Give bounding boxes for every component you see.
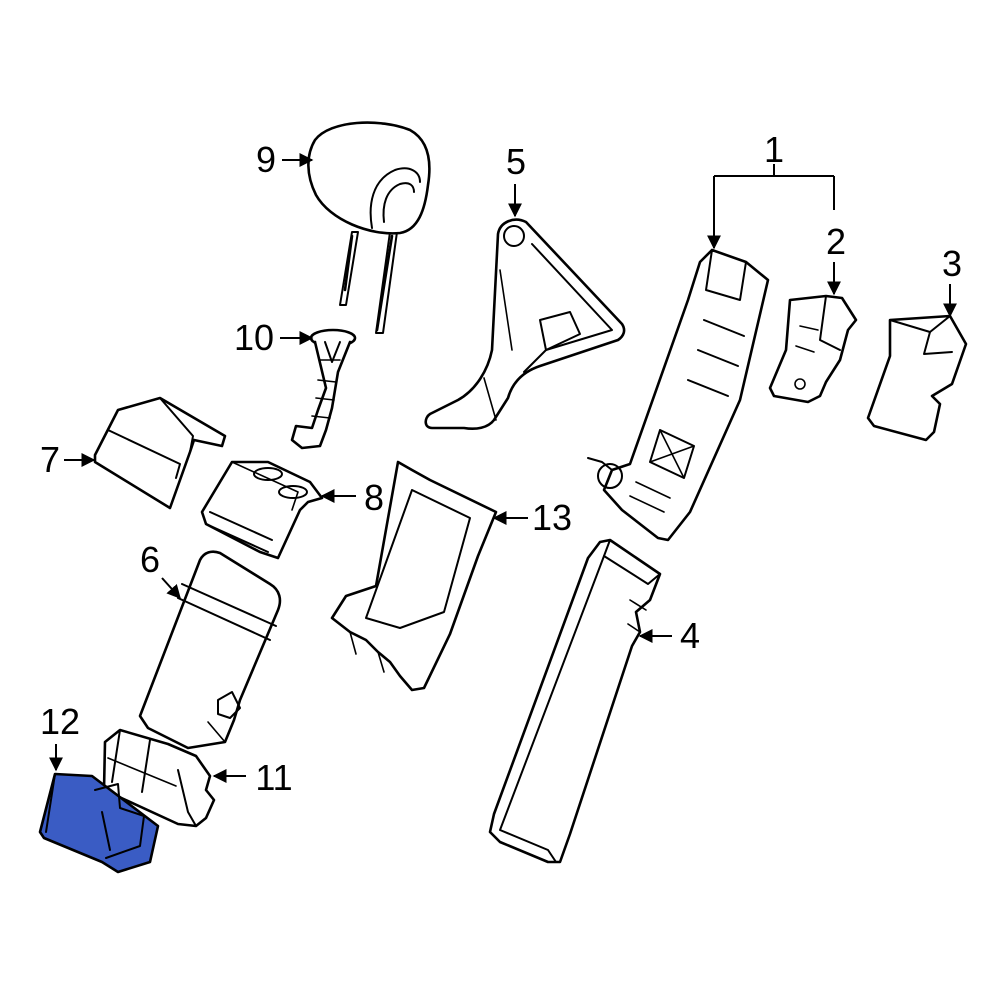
part-10-headrest-guide[interactable] (290, 328, 357, 450)
part-9-headrest[interactable] (307, 121, 431, 334)
callout-13: 13 (532, 497, 572, 538)
callout-10: 10 (234, 317, 274, 358)
callout-5: 5 (506, 141, 526, 182)
callout-3: 3 (942, 243, 962, 284)
part-6-side-bolster[interactable] (138, 550, 282, 750)
callout-labels: 1 2 3 4 5 6 7 8 9 10 11 12 13 (40, 129, 962, 798)
part-2-latch-bracket[interactable] (768, 294, 858, 404)
callout-7: 7 (40, 439, 60, 480)
callout-11: 11 (255, 757, 292, 798)
callout-9: 9 (256, 139, 276, 180)
part-8-trim-piece[interactable] (200, 460, 324, 560)
part-11-lower-trim[interactable] (102, 728, 216, 828)
part-4-long-trim-panel[interactable] (488, 538, 662, 864)
callout-12: 12 (40, 701, 80, 742)
part-7-trim-cover[interactable] (93, 396, 227, 510)
callout-8: 8 (364, 477, 384, 518)
part-13-frame-panel[interactable] (330, 460, 498, 692)
part-3-plate[interactable] (866, 314, 968, 442)
callout-4: 4 (680, 615, 700, 656)
callout-1: 1 (764, 129, 784, 170)
callout-2: 2 (826, 221, 846, 262)
callout-6: 6 (140, 539, 160, 580)
leader-lines (49, 153, 957, 783)
part-1-seat-frame[interactable] (587, 248, 770, 542)
part-5-bracket[interactable] (424, 218, 626, 431)
part-12-lower-cover-highlighted[interactable] (38, 772, 160, 874)
